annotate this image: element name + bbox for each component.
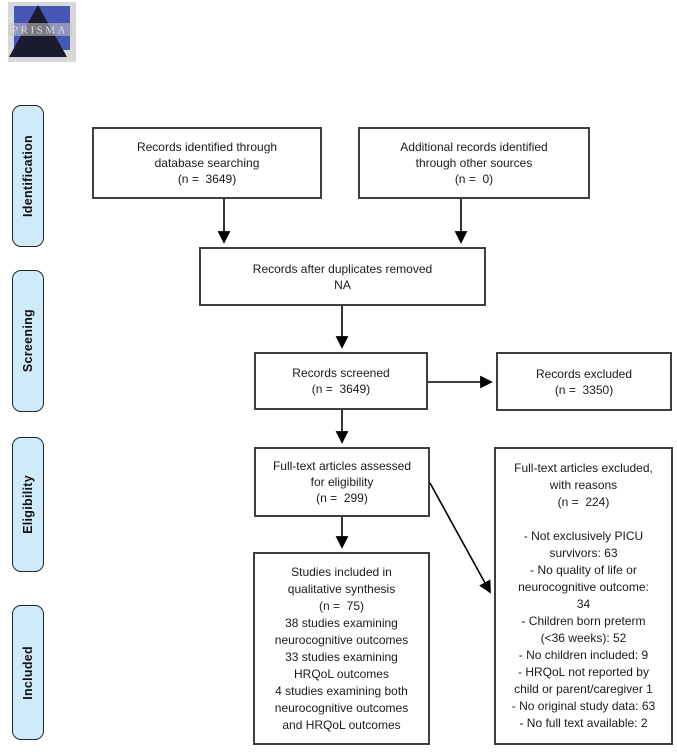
stage-eligibility: Eligibility: [12, 437, 44, 572]
stage-identification-label: Identification: [21, 135, 35, 217]
arrow-fulltext-to-reasons: [429, 482, 491, 594]
box-records-identified: Records identified through database sear…: [92, 127, 322, 199]
stage-screening-label: Screening: [21, 309, 35, 373]
stage-included-label: Included: [21, 645, 35, 700]
box-studies-included: Studies included in qualitative synthesi…: [253, 552, 430, 745]
stage-eligibility-label: Eligibility: [21, 475, 35, 534]
box-fulltext-excluded-reasons: Full-text articles excluded, with reason…: [494, 447, 673, 745]
stage-identification: Identification: [12, 105, 44, 247]
prisma-logo: PRISMA: [8, 2, 76, 62]
box-records-excluded: Records excluded (n = 3350): [496, 352, 672, 411]
box-fulltext-assessed: Full-text articles assessed for eligibil…: [254, 447, 430, 517]
stage-screening: Screening: [12, 270, 44, 412]
box-additional-records: Additional records identified through ot…: [358, 127, 590, 199]
box-duplicates-removed: Records after duplicates removed NA: [199, 247, 486, 306]
logo-text: PRISMA: [12, 25, 68, 37]
box-records-screened: Records screened (n = 3649): [254, 352, 428, 410]
stage-included: Included: [12, 605, 44, 740]
logo-text-band: [8, 23, 72, 36]
